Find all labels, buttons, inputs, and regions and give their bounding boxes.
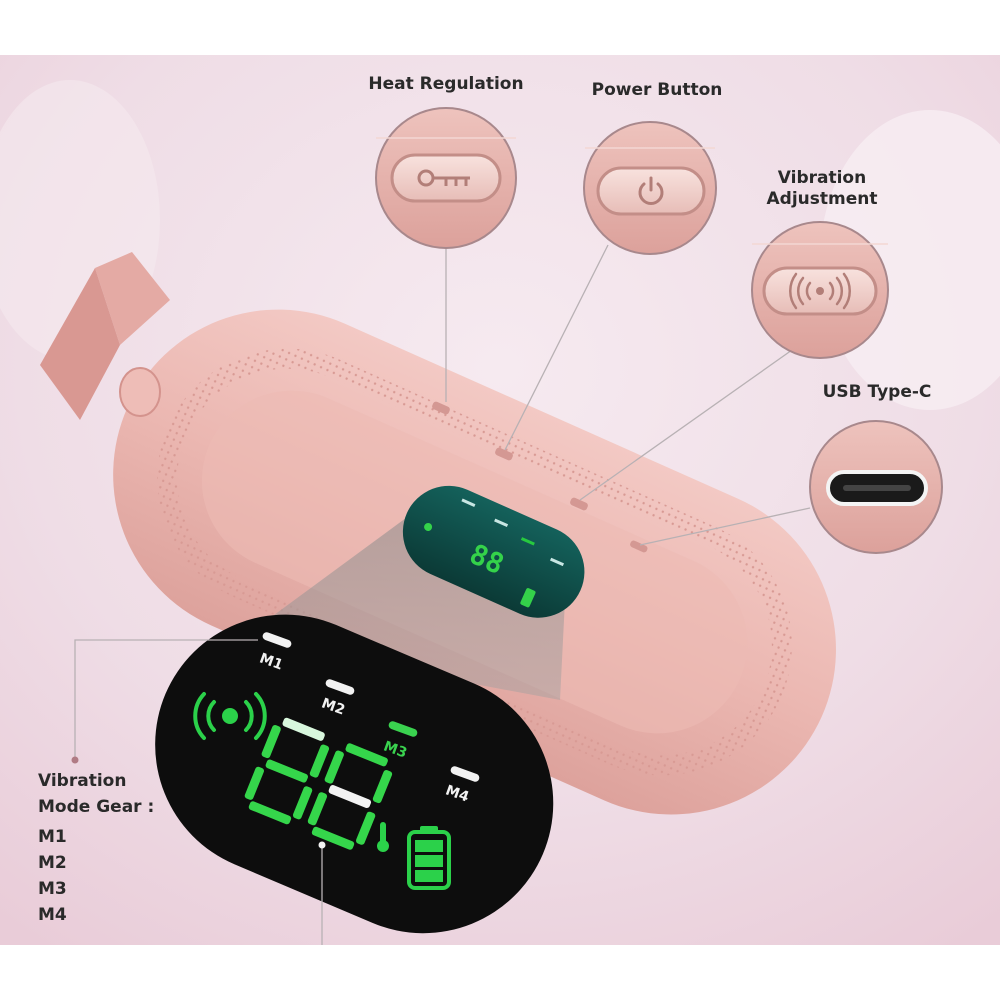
gear-m1: M1 — [38, 827, 67, 847]
power-icon — [638, 176, 664, 205]
small-display: 88 — [402, 485, 585, 618]
power-button-label: Power Button — [591, 80, 723, 100]
vibration-adjustment-line2: Adjustment — [766, 189, 878, 209]
vibration-adjustment-label: Vibration Adjustment — [752, 168, 892, 210]
vibration-adjustment-callout — [751, 221, 889, 359]
vibration-mode-title-line1: Vibration — [38, 771, 127, 791]
vibration-icon — [789, 272, 851, 310]
gear-m2: M2 — [38, 853, 67, 873]
vibration-mode-gear-list: Vibration Mode Gear : M1 M2 M3 M4 — [38, 768, 154, 928]
vibration-mode-title-line2: Mode Gear : — [38, 797, 155, 817]
strap-tab — [40, 252, 170, 420]
temperature-digits — [244, 717, 393, 850]
gear-m3: M3 — [38, 879, 67, 899]
gear-m4: M4 — [38, 905, 67, 925]
heat-regulation-callout — [375, 107, 517, 249]
heat-regulation-label: Heat Regulation — [368, 74, 524, 94]
usb-type-c-callout — [809, 420, 943, 554]
zoomed-display — [155, 614, 554, 934]
battery-icon — [407, 826, 451, 890]
usb-type-c-label: USB Type-C — [822, 382, 932, 402]
vibration-adjustment-line1: Vibration — [777, 168, 867, 188]
key-icon — [417, 169, 470, 187]
thermometer-icon — [377, 822, 389, 852]
power-button-callout — [583, 121, 717, 255]
vibration-icon — [193, 692, 267, 740]
